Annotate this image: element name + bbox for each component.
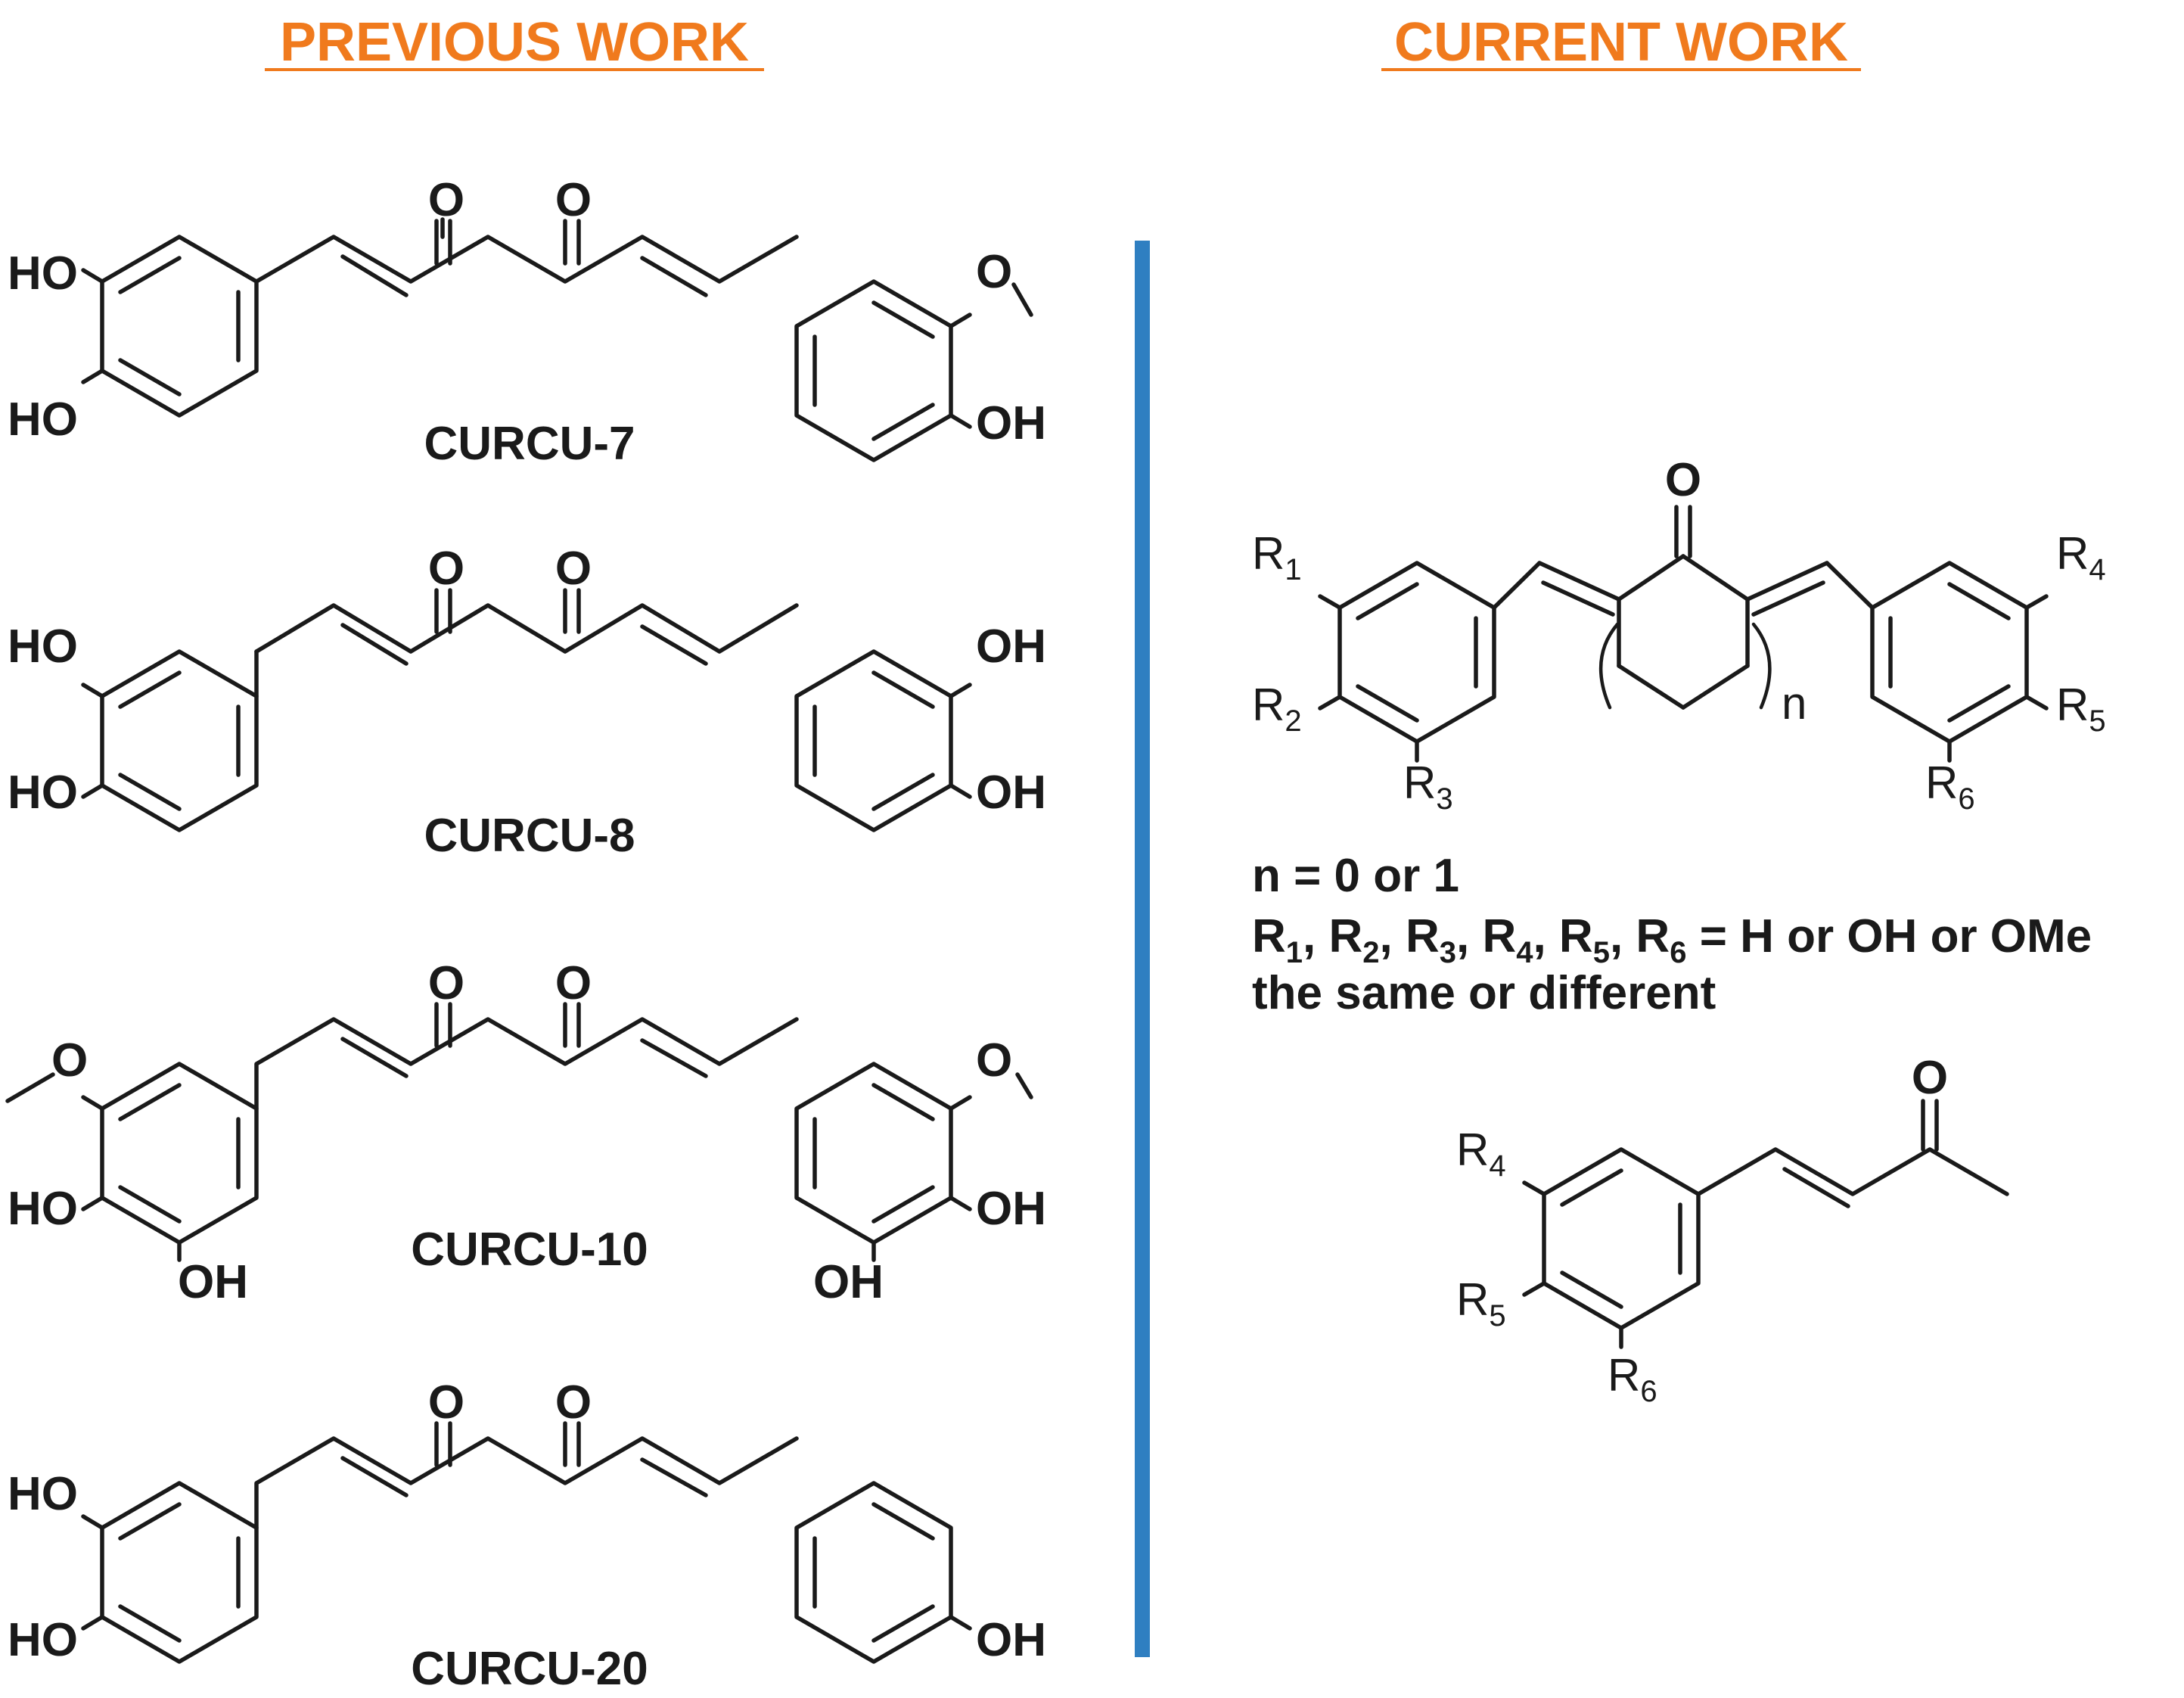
left-phenyl-ring (100, 649, 259, 832)
legend-r-groups: R1, R2, R3, R4, R5, R6 = H or OH or OMe (1252, 910, 2092, 969)
hydroxyl-group: OH (976, 1614, 1046, 1666)
r1-label: R1 (1252, 528, 1302, 586)
right-phenyl-ring (794, 1062, 953, 1245)
general-structure-dienone: O R1 R2 R3 R4 R5 R6 n (1252, 454, 2106, 816)
compound-curcu-20: O O HO HO OH CURCU-20 (8, 1376, 1046, 1695)
hydroxyl-group: OH (976, 767, 1046, 819)
ketone-oxygen: O (1912, 1052, 1948, 1104)
substituent-legend: n = 0 or 1 R1, R2, R3, R4, R5, R6 = H or… (1252, 850, 2092, 1019)
hydroxyl-group: HO (8, 620, 78, 673)
methoxy-oxygen: O (51, 1034, 88, 1087)
compound-label: CURCU-8 (424, 810, 635, 862)
compound-label: CURCU-7 (424, 418, 635, 470)
carbonyl-oxygen-2: O (555, 1376, 592, 1429)
compound-curcu-7: O O HO HO O OH CURCU-7 (8, 174, 1046, 470)
r5-label: R5 (1456, 1274, 1506, 1333)
carbonyl-oxygen-1: O (428, 957, 464, 1009)
hydroxyl-group: HO (8, 1614, 78, 1666)
right-phenyl-ring (794, 649, 953, 832)
compound-label: CURCU-20 (411, 1643, 648, 1695)
carbonyl-oxygen-1: O (428, 1376, 464, 1429)
hydroxyl-group: OH (976, 620, 1046, 673)
compound-curcu-10: O O O HO OH O OH OH CURCU-10 (5, 957, 1046, 1308)
current-work-heading: CURRENT WORK (1381, 12, 1861, 73)
r5-label: R5 (2056, 680, 2106, 738)
previous-work-heading: PREVIOUS WORK (265, 12, 764, 73)
carbonyl-oxygen-2: O (555, 174, 592, 226)
repeat-bracket-right (1751, 622, 1772, 710)
ketone-oxygen: O (1665, 454, 1701, 506)
r3-label: R3 (1403, 757, 1453, 816)
hydroxyl-group: HO (8, 247, 78, 300)
general-structure-enone: O R4 R5 R6 (1456, 1052, 2009, 1408)
right-phenyl-ring (794, 1481, 953, 1664)
enone-aryl-ring (1542, 1147, 1701, 1330)
hydroxyl-group: OH (813, 1256, 884, 1308)
legend-n-values: n = 0 or 1 (1252, 850, 1459, 902)
compound-label: CURCU-10 (411, 1224, 648, 1276)
left-aryl-ring (1337, 561, 1496, 744)
hydroxyl-group: OH (976, 1183, 1046, 1235)
hydroxyl-group: HO (8, 1468, 78, 1520)
hydroxyl-group: OH (178, 1256, 248, 1308)
r4-label: R4 (1456, 1124, 1506, 1183)
right-phenyl-ring (794, 279, 953, 462)
hydroxyl-group: HO (8, 393, 78, 446)
left-phenyl-ring (100, 1062, 259, 1245)
repeat-bracket-left (1598, 622, 1620, 710)
carbonyl-oxygen-2: O (555, 543, 592, 595)
legend-same-or-different: the same or different (1252, 967, 1716, 1019)
left-phenyl-ring (100, 235, 259, 418)
hydroxyl-group: HO (8, 1183, 78, 1235)
hydroxyl-group: HO (8, 767, 78, 819)
carbonyl-oxygen-1: O (428, 543, 464, 595)
left-phenyl-ring (100, 1481, 259, 1664)
previous-work-title: PREVIOUS WORK (280, 12, 749, 73)
r4-label: R4 (2056, 528, 2106, 586)
right-aryl-ring (1870, 561, 2029, 744)
compound-curcu-8: O O HO HO OH OH CURCU-8 (8, 543, 1046, 862)
carbonyl-oxygen-2: O (555, 957, 592, 1009)
r6-label: R6 (1925, 757, 1975, 816)
hydroxyl-group: OH (976, 397, 1046, 449)
repeat-index-n: n (1782, 678, 1807, 729)
r6-label: R6 (1608, 1350, 1657, 1408)
current-work-title: CURRENT WORK (1394, 12, 1848, 73)
carbonyl-oxygen-1: O (428, 174, 464, 226)
r2-label: R2 (1252, 680, 1302, 738)
methoxy-oxygen: O (976, 246, 1012, 298)
methoxy-oxygen: O (976, 1034, 1012, 1087)
